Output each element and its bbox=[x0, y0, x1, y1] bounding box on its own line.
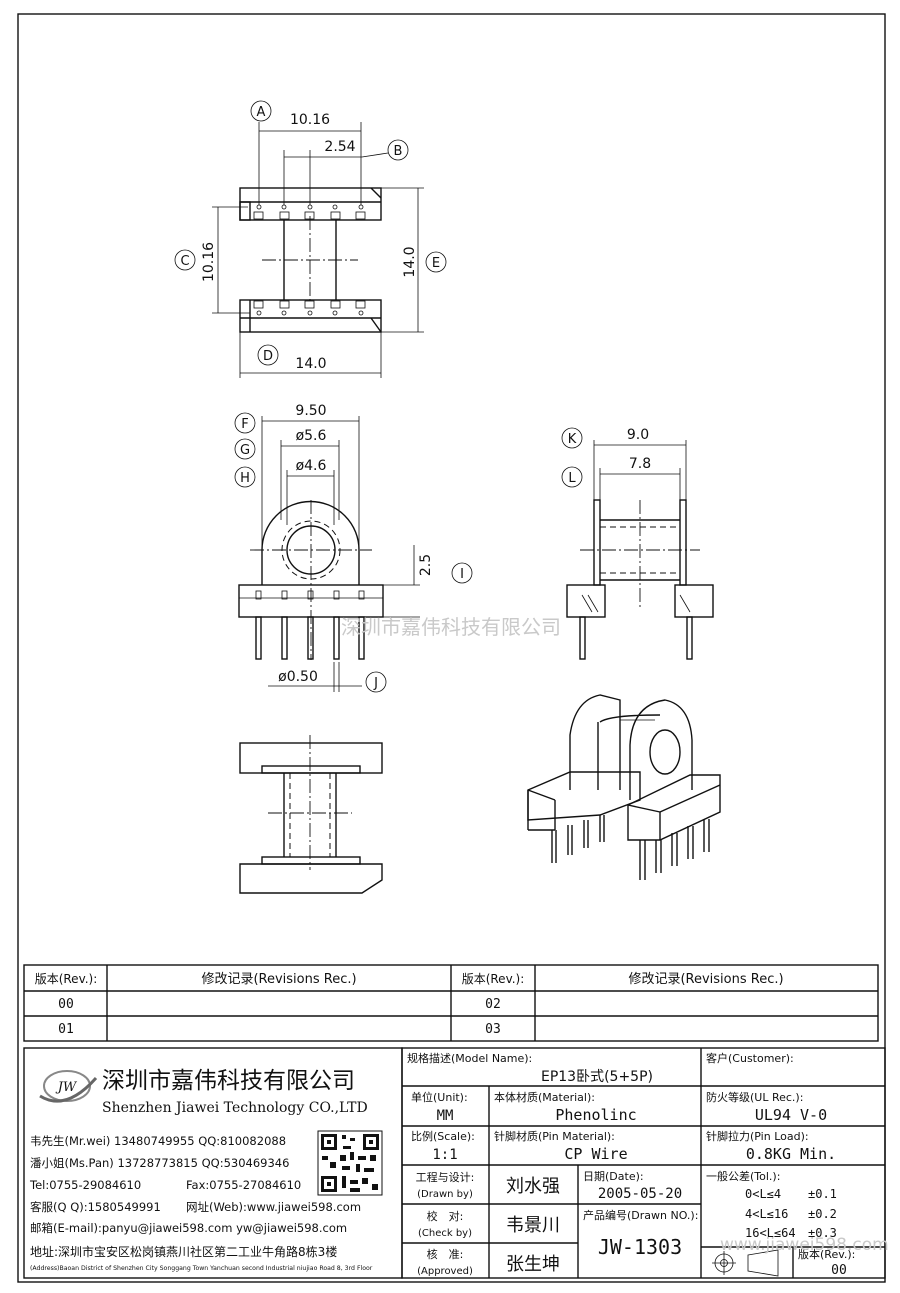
model-value: EP13卧式(5+5P) bbox=[541, 1069, 653, 1085]
company-address-cn: 地址:深圳市宝安区松岗镇燕川社区第二工业牛角路8栋3楼 bbox=[30, 1244, 337, 1259]
company-qq: 客服(Q Q):1580549991 bbox=[30, 1200, 161, 1214]
dim-dia-4-6: ø4.6 bbox=[296, 458, 327, 474]
rec-col-right: 修改记录(Revisions Rec.) bbox=[628, 972, 783, 987]
scale-value: 1:1 bbox=[432, 1147, 457, 1163]
callout-A: A bbox=[257, 105, 266, 120]
watermark-url: www.jiawei598.com bbox=[720, 1235, 889, 1255]
dim-7-8: 7.8 bbox=[629, 456, 651, 472]
check-label-cn: 校 对: bbox=[427, 1209, 464, 1223]
approve-value: 张生坤 bbox=[506, 1254, 560, 1275]
check-label-en: (Check by) bbox=[418, 1228, 472, 1239]
dim-dia-0-50: ø0.50 bbox=[278, 669, 318, 685]
callout-H: H bbox=[240, 471, 250, 486]
company-name-cn: 深圳市嘉伟科技有限公司 bbox=[102, 1068, 355, 1094]
check-value: 韦景川 bbox=[506, 1215, 560, 1236]
callout-C: C bbox=[180, 254, 189, 269]
tol-value-1: ±0.2 bbox=[808, 1207, 837, 1221]
company-tel: Tel:0755-29084610 bbox=[29, 1178, 141, 1192]
dim-9-50: 9.50 bbox=[295, 403, 326, 419]
callout-L: L bbox=[568, 471, 576, 486]
date-value: 2005-05-20 bbox=[598, 1186, 682, 1202]
material-label: 本体材质(Material): bbox=[494, 1090, 595, 1104]
ul-value: UL94 V-0 bbox=[755, 1106, 827, 1124]
title-block: 规格描述(Model Name): EP13卧式(5+5P) 客户(Custom… bbox=[401, 1047, 889, 1279]
bottom-view bbox=[239, 735, 383, 894]
side-view: 9.0 7.8 K L bbox=[561, 427, 714, 660]
rec-col-left: 修改记录(Revisions Rec.) bbox=[201, 972, 356, 987]
approve-label-cn: 核 准: bbox=[427, 1247, 464, 1261]
material-value: Phenolinc bbox=[555, 1106, 636, 1124]
callout-E: E bbox=[432, 256, 440, 271]
tol-value-2: ±0.3 bbox=[808, 1226, 837, 1240]
drawn-label-cn: 工程与设计: bbox=[416, 1171, 475, 1184]
drawn-no-value: JW-1303 bbox=[598, 1235, 682, 1259]
company-address-en: (Address)Baoan District of Shenzhen City… bbox=[30, 1265, 373, 1272]
scale-label: 比例(Scale): bbox=[411, 1129, 475, 1143]
dim-14-0-bottom: 14.0 bbox=[295, 356, 326, 372]
company-fax: Fax:0755-27084610 bbox=[186, 1178, 301, 1192]
callout-F: F bbox=[241, 417, 248, 432]
iso-view bbox=[527, 694, 721, 880]
tol-range-0: 0<L≤4 bbox=[745, 1187, 781, 1201]
approve-label-en: (Approved) bbox=[417, 1266, 473, 1277]
ul-label: 防火等级(UL Rec.): bbox=[706, 1090, 803, 1104]
rev-col-left: 版本(Rev.): bbox=[35, 972, 98, 986]
dim-10-16-top: 10.16 bbox=[290, 112, 330, 128]
unit-label: 单位(Unit): bbox=[411, 1090, 468, 1104]
qr-code-icon bbox=[317, 1130, 383, 1196]
drawn-value: 刘水强 bbox=[506, 1176, 560, 1197]
drawn-no-label: 产品编号(Drawn NO.): bbox=[583, 1208, 698, 1222]
callout-B: B bbox=[394, 144, 403, 159]
company-logo: JW bbox=[39, 1070, 98, 1103]
revision-table: 版本(Rev.): 修改记录(Revisions Rec.) 版本(Rev.):… bbox=[23, 964, 879, 1042]
company-web: 网址(Web):www.jiawei598.com bbox=[186, 1200, 361, 1214]
top-view: 10.16 2.54 A B bbox=[174, 100, 447, 378]
rev-value: 00 bbox=[831, 1263, 847, 1278]
dim-9-0: 9.0 bbox=[627, 427, 649, 443]
unit-value: MM bbox=[437, 1108, 454, 1124]
tol-range-1: 4<L≤16 bbox=[745, 1207, 788, 1221]
dim-2-5: 2.5 bbox=[418, 554, 434, 576]
company-block: JW 深圳市嘉伟科技有限公司 Shenzhen Jiawei Technolog… bbox=[23, 1047, 403, 1279]
pin-load-label: 针脚拉力(Pin Load): bbox=[706, 1129, 809, 1143]
front-view: 9.50 ø5.6 ø4.6 F G H bbox=[234, 403, 473, 693]
callout-I: I bbox=[460, 567, 464, 582]
callout-K: K bbox=[568, 432, 577, 447]
callout-J: J bbox=[373, 676, 378, 691]
callout-G: G bbox=[240, 443, 250, 458]
date-label: 日期(Date): bbox=[583, 1170, 644, 1183]
rev-02: 02 bbox=[485, 997, 501, 1012]
company-email: 邮箱(E-mail):panyu@jiawei598.com yw@jiawei… bbox=[30, 1221, 347, 1235]
pin-load-value: 0.8KG Min. bbox=[746, 1145, 836, 1163]
pin-material-value: CP Wire bbox=[564, 1145, 627, 1163]
rev-00: 00 bbox=[58, 997, 74, 1012]
customer-label: 客户(Customer): bbox=[706, 1051, 794, 1065]
rev-col-right: 版本(Rev.): bbox=[462, 972, 525, 986]
tol-label: 一般公差(Tol.): bbox=[706, 1169, 780, 1183]
tol-value-0: ±0.1 bbox=[808, 1187, 837, 1201]
rev-03: 03 bbox=[485, 1022, 501, 1037]
pin-material-label: 针脚材质(Pin Material): bbox=[494, 1129, 615, 1143]
svg-text:JW: JW bbox=[55, 1080, 78, 1095]
callout-D: D bbox=[263, 349, 273, 364]
dim-2-54: 2.54 bbox=[324, 139, 355, 155]
dim-14-0-right: 14.0 bbox=[402, 246, 418, 277]
dim-10-16-left: 10.16 bbox=[201, 242, 217, 282]
projection-symbol-icon bbox=[712, 1249, 779, 1277]
contact-wei: 韦先生(Mr.wei) 13480749955 QQ:810082088 bbox=[30, 1134, 286, 1148]
rev-label: 版本(Rev.): bbox=[798, 1247, 855, 1261]
tol-range-2: 16<L≤64 bbox=[745, 1226, 796, 1240]
rev-01: 01 bbox=[58, 1022, 74, 1037]
model-label: 规格描述(Model Name): bbox=[407, 1051, 532, 1065]
drawn-label-en: (Drawn by) bbox=[417, 1189, 473, 1200]
dim-dia-5-6: ø5.6 bbox=[296, 428, 327, 444]
drawing-frame bbox=[17, 13, 886, 1283]
contact-pan: 潘小姐(Ms.Pan) 13728773815 QQ:530469346 bbox=[30, 1156, 289, 1170]
watermark-center: 深圳市嘉伟科技有限公司 bbox=[341, 615, 561, 639]
company-name-en: Shenzhen Jiawei Technology CO.,LTD bbox=[102, 1100, 368, 1116]
